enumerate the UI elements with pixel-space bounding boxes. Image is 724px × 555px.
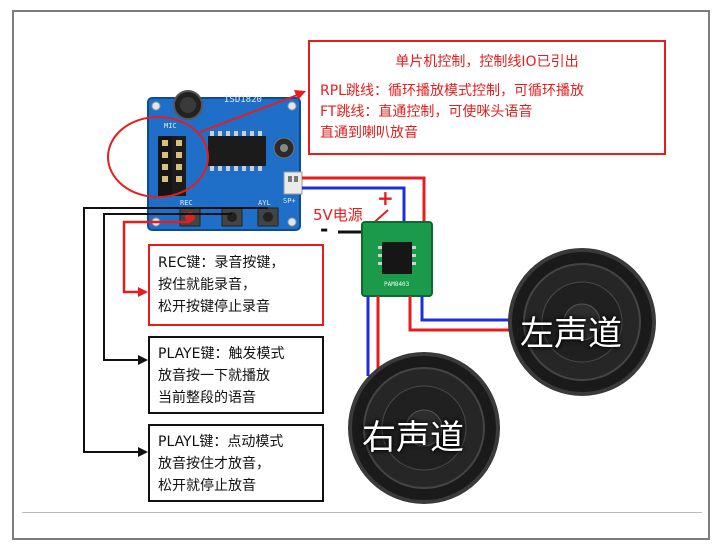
mcu-box-line-3: 直通到喇叭放音 [320,125,418,141]
rec-button-icon [179,207,201,227]
mcu-control-box: 单片机控制，控制线IO已引出 RPL跳线：循环播放模式控制，可循环播放 FT跳线… [308,40,666,155]
left-speaker-icon [508,248,656,396]
rec-box-line-2: 按住就能录音， [158,277,256,293]
capacitor-icon [273,137,295,159]
mcu-box-title: 单片机控制，控制线IO已引出 [395,54,579,70]
speaker-connector-icon [283,171,303,195]
board-rec-label: REC [180,199,193,207]
mcu-box-line-1: RPL跳线：循环播放模式控制，可循环播放 [320,83,584,99]
right-channel-label: 右声道 [362,418,464,458]
header-highlight [107,116,209,198]
playl-box-line-1: PLAYL键：点动模式 [158,434,284,450]
board-chip-label: ISD1820 [224,95,262,105]
playe-button-icon [221,207,243,227]
right-speaker-icon [348,352,500,504]
power-minus-label: - [320,217,329,241]
playl-button-icon [257,207,279,227]
playl-box-line-3: 松开就停止放音 [158,478,256,494]
playe-box-line-1: PLAYE键：触发模式 [158,346,285,362]
speaker-wires [366,296,520,376]
playe-box-line-3: 当前整段的语音 [158,390,256,406]
playl-box-line-2: 放音按住才放音， [158,456,270,472]
mcu-arrow [199,90,306,133]
mcu-box-line-2: FT跳线：直通控制，可使咪头语音 [320,104,533,120]
playe-key-box: PLAYE键：触发模式 放音按一下就播放 当前整段的语音 [148,336,324,414]
microphone-icon [173,90,203,120]
bottom-divider [22,512,702,513]
chip-icon [208,131,266,171]
power-plus-label: + [377,186,394,210]
board-mic-label: MIC [164,122,177,130]
isd1820-module: ISD1820 MIC REC AYL SP+ [147,90,303,231]
amp-chip-label: PAM8403 [384,281,410,288]
power-label: 5V电源 [313,206,363,224]
pin-header-icon [158,136,186,196]
rec-key-box: REC键：录音按键， 按住就能录音， 松开按键停止录音 [148,244,324,326]
rec-box-line-1: REC键：录音按键， [158,255,285,271]
board-spk-label: SP+ [283,197,296,205]
playe-box-line-2: 放音按一下就播放 [158,368,270,384]
left-channel-label: 左声道 [520,314,622,354]
playl-key-box: PLAYL键：点动模式 放音按住才放音， 松开就停止放音 [148,424,324,502]
board-ayl-label: AYL [258,199,271,207]
button-connectors [83,207,268,457]
rec-box-line-3: 松开按键停止录音 [158,299,270,315]
amplifier-module: PAM8403 [361,221,433,297]
